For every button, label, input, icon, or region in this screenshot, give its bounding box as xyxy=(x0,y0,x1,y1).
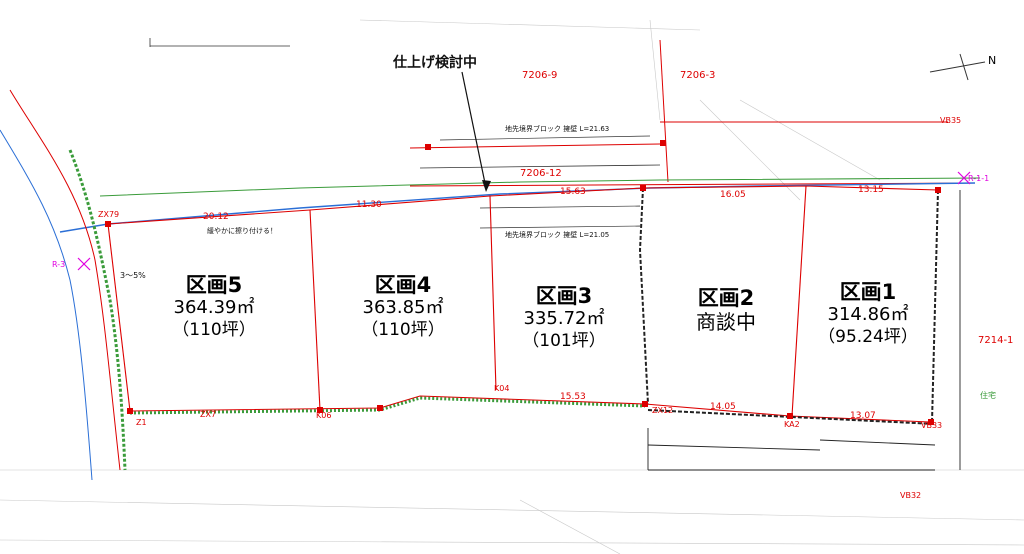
survey-crosses xyxy=(77,171,971,271)
lot-5: 区画5 364.39㎡ （110坪） xyxy=(134,273,294,341)
lot-2-name: 区画2 xyxy=(697,286,755,310)
dimension-label: 11.30 xyxy=(356,200,382,210)
note-r11: R-1-1 xyxy=(968,174,990,183)
bottom-embankment xyxy=(129,396,646,415)
survey-points xyxy=(105,140,941,425)
dimension-label: 13.07 xyxy=(850,411,876,421)
lot-boundaries xyxy=(107,185,939,423)
banner-leader xyxy=(461,71,487,189)
note-r3: R-3 xyxy=(52,260,66,269)
lot-4-tsubo: （110坪） xyxy=(361,320,445,340)
lot-1-name: 区画1 xyxy=(839,280,897,304)
dimension-label: 13.15 xyxy=(858,185,884,195)
lot-5-name: 区画5 xyxy=(185,273,243,297)
point-label: KA2 xyxy=(784,420,800,429)
point-label: VB35 xyxy=(940,116,962,125)
dimension-label: 16.05 xyxy=(720,190,746,200)
lot-4-area: 363.85㎡ xyxy=(362,297,444,318)
point-label: ZX12 xyxy=(652,406,674,415)
point-label: Z1 xyxy=(136,418,147,427)
note-smooth: 緩やかに擦り付ける！ xyxy=(207,227,277,235)
lot-2-status: 商談中 xyxy=(696,310,756,334)
parcel-code: 7206-3 xyxy=(680,70,716,81)
lot-5-tsubo: （110坪） xyxy=(172,320,256,340)
bottom-dimension-lines xyxy=(647,190,961,471)
point-label: VB33 xyxy=(921,421,943,430)
lot-3-area: 335.72㎡ xyxy=(523,308,605,329)
green-road-edge xyxy=(99,177,981,197)
dimension-label: 15.53 xyxy=(560,392,586,402)
lot-3: 区画3 335.72㎡ （101坪） xyxy=(484,284,644,352)
point-label: ZX7 xyxy=(200,410,217,419)
lot-1: 区画1 314.86㎡ （95.24坪） xyxy=(788,280,948,348)
lot-2: 区画2 商談中 xyxy=(646,286,806,334)
dimension-label: 15.63 xyxy=(560,187,586,197)
status-banner: 仕上げ検討中 xyxy=(393,55,477,71)
point-label: VB32 xyxy=(900,491,922,500)
north-arrow xyxy=(929,53,986,81)
note-road-bottom: 地先境界ブロック 擁壁 L=21.05 xyxy=(505,231,610,239)
lot-5-area: 364.39㎡ xyxy=(173,297,255,318)
background-linework xyxy=(0,19,1024,554)
point-label: K06 xyxy=(316,411,332,420)
top-road-edges xyxy=(409,39,976,229)
lot-1-tsubo: （95.24坪） xyxy=(818,327,918,347)
parcel-code: 7206-12 xyxy=(520,168,562,179)
point-label: K04 xyxy=(494,384,510,393)
lot-3-name: 区画3 xyxy=(535,284,593,308)
note-road-top: 地先境界ブロック 擁壁 L=21.63 xyxy=(505,125,610,133)
lot-1-area: 314.86㎡ xyxy=(827,304,909,325)
lot-4-name: 区画4 xyxy=(374,273,432,297)
left-curved-road xyxy=(0,89,127,481)
lot-3-tsubo: （101坪） xyxy=(522,331,606,351)
lot-4: 区画4 363.85㎡ （110坪） xyxy=(323,273,483,341)
north-mark: N xyxy=(988,54,996,67)
dimension-label: 20.12 xyxy=(203,212,229,222)
parcel-code: 7214-1 xyxy=(978,335,1014,346)
parcel-code: 7206-9 xyxy=(522,70,558,81)
dark-boundaries xyxy=(638,187,939,425)
dimension-label: 14.05 xyxy=(710,402,736,412)
point-label: ZX79 xyxy=(98,210,120,219)
note-house: 住宅 xyxy=(980,391,996,400)
note-slope: 3～5% xyxy=(120,271,146,280)
